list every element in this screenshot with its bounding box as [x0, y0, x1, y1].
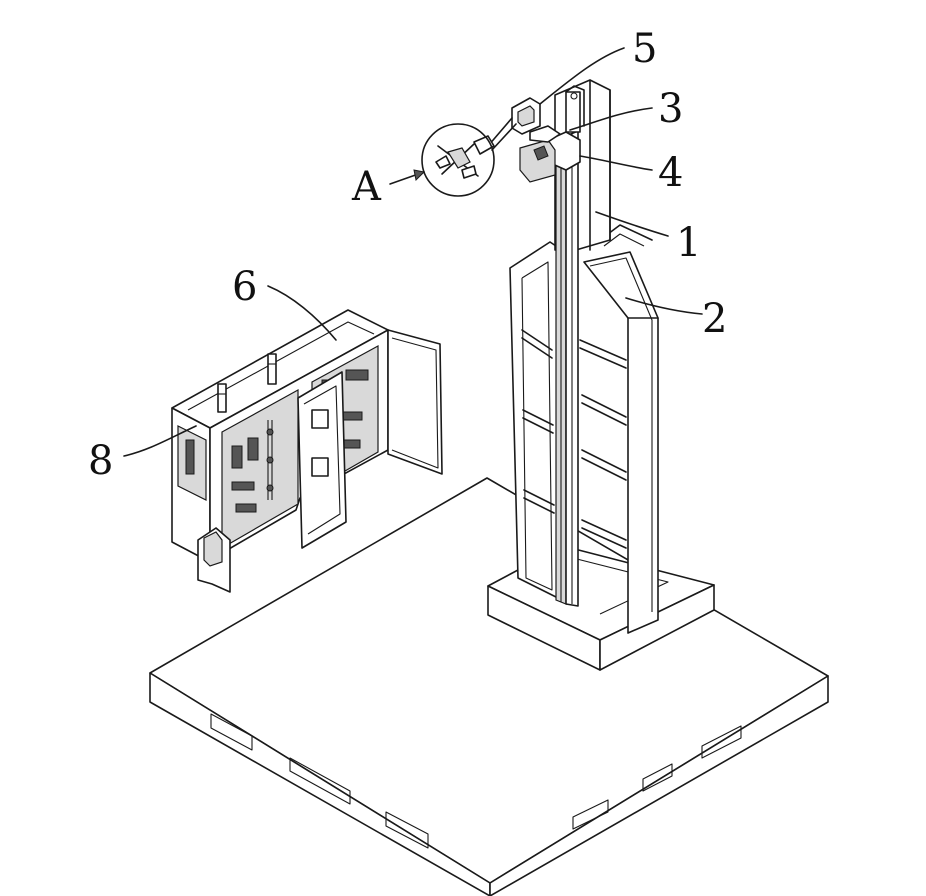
part-labels: 5 3 4 1 2 6 8 A — [88, 26, 727, 484]
label-part-1: 1 — [676, 220, 701, 266]
label-part-3: 3 — [658, 86, 683, 132]
label-part-4: 4 — [658, 150, 683, 196]
arm-head — [473, 97, 541, 155]
detail-circle-a — [421, 123, 495, 197]
label-part-5: 5 — [632, 26, 657, 72]
frame-tower — [509, 224, 659, 634]
leader-lines — [123, 47, 703, 457]
label-part-2: 2 — [702, 296, 727, 342]
base-platform — [149, 477, 829, 896]
label-detail-a: A — [351, 164, 382, 210]
label-part-6: 6 — [232, 264, 257, 310]
lift-carriage — [519, 85, 585, 183]
control-cabinet — [171, 309, 443, 593]
label-part-8: 8 — [88, 438, 113, 484]
